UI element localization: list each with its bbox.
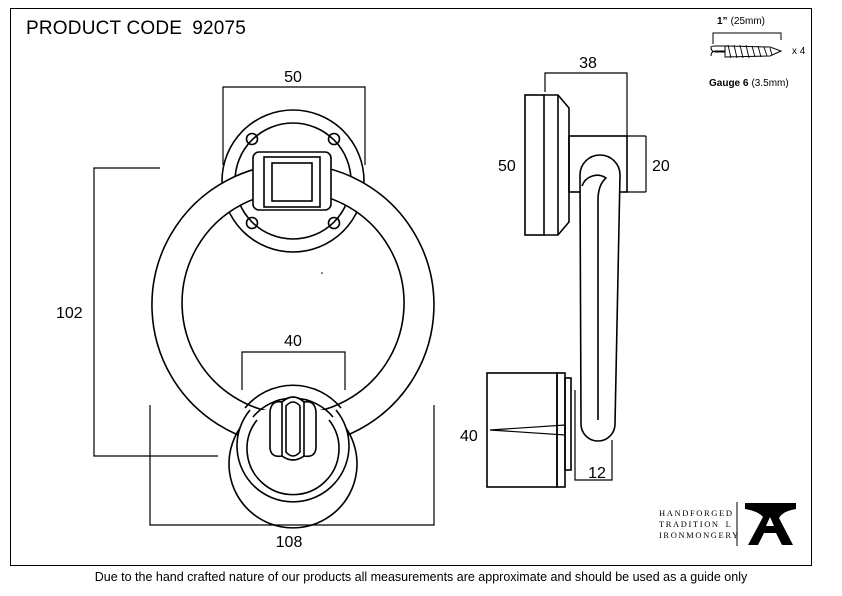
dim-overall-width: 108 bbox=[276, 534, 303, 551]
brand-line-2: TRADITION L bbox=[659, 519, 732, 529]
screw-gauge-mm: (3.5mm) bbox=[751, 78, 788, 89]
dim-striker-width: 40 bbox=[284, 333, 302, 350]
screw-quantity: x 4 bbox=[792, 46, 806, 57]
side-backplate bbox=[524, 94, 570, 236]
dim-backplate-height: 50 bbox=[498, 158, 516, 175]
product-code: PRODUCT CODE 92075 bbox=[26, 18, 256, 40]
dim-ring-thickness: 12 bbox=[588, 465, 606, 482]
screw-length: 1”(25mm) bbox=[717, 16, 765, 27]
dim-boss-height: 20 bbox=[652, 158, 670, 175]
front-dimensions bbox=[93, 86, 435, 526]
side-ring bbox=[579, 154, 621, 442]
side-dimensions bbox=[544, 72, 647, 481]
drawing-frame bbox=[10, 8, 812, 566]
anvil-a-logo bbox=[745, 503, 796, 545]
brand-line-1: HANDFORGED bbox=[659, 508, 734, 518]
side-view bbox=[486, 94, 628, 488]
screw-icon bbox=[710, 32, 783, 59]
screw-length-mm: (25mm) bbox=[731, 16, 765, 27]
disclaimer-text: Due to the hand crafted nature of our pr… bbox=[94, 570, 748, 584]
dim-ring-height: 102 bbox=[56, 305, 83, 322]
striking-knob bbox=[269, 396, 317, 461]
front-view bbox=[151, 109, 435, 529]
brand-line-2-mark: L bbox=[726, 519, 733, 529]
screw-gauge-number: Gauge 6 bbox=[709, 78, 749, 89]
product-code-value: 92075 bbox=[192, 18, 247, 39]
product-code-label: PRODUCT CODE bbox=[26, 18, 183, 39]
brand-line-3: IRONMONGERY bbox=[659, 530, 740, 540]
screw-gauge: Gauge 6(3.5mm) bbox=[709, 78, 789, 89]
pivot-boss bbox=[252, 151, 332, 211]
dim-depth: 38 bbox=[579, 55, 597, 72]
screw-length-inch: 1” bbox=[717, 16, 728, 27]
dim-backplate-width: 50 bbox=[284, 69, 302, 86]
dim-striker-height: 40 bbox=[460, 428, 478, 445]
brand-line-2-text: TRADITION bbox=[659, 519, 720, 529]
side-striker bbox=[486, 372, 572, 488]
